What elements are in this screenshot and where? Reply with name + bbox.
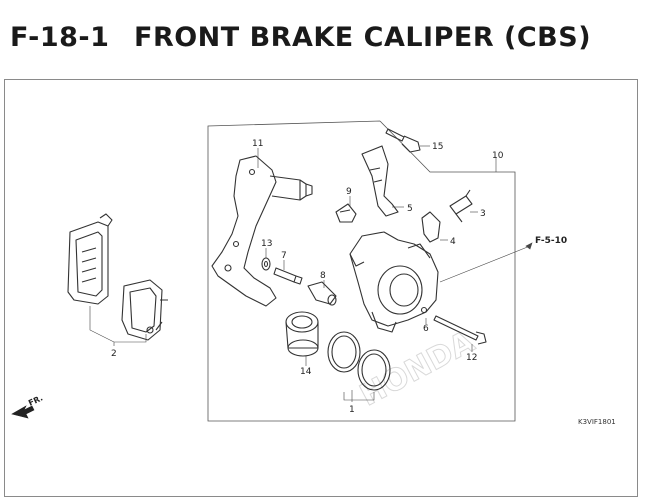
callout-11: 11 xyxy=(252,139,263,149)
caliper-body xyxy=(349,231,439,333)
figure-code: K3VIF1801 xyxy=(578,418,616,426)
boot-9 xyxy=(335,203,357,223)
callout-14: 14 xyxy=(300,367,312,377)
pin-bolt-7 xyxy=(273,267,303,285)
callout-10: 10 xyxy=(492,151,504,161)
bleeder-cap xyxy=(421,211,441,243)
callout-6: 6 xyxy=(423,324,429,334)
callout-13: 13 xyxy=(261,239,272,249)
section-title: FRONT BRAKE CALIPER (CBS) xyxy=(134,22,592,53)
callout-1: 1 xyxy=(349,405,355,415)
reference-label: F-5-10 xyxy=(535,236,567,246)
washer-6 xyxy=(420,306,428,314)
bleeder-valve xyxy=(449,189,473,223)
sleeve-8 xyxy=(307,281,337,306)
callout-9: 9 xyxy=(346,187,352,197)
section-code: F-18-1 xyxy=(10,22,110,53)
caliper-bracket xyxy=(211,155,313,307)
brake-pad-set xyxy=(67,213,168,341)
callout-7: 7 xyxy=(281,251,287,261)
callout-4: 4 xyxy=(450,237,456,247)
direction-label: FR. xyxy=(27,393,44,407)
callout-8: 8 xyxy=(320,271,326,281)
pad-spring xyxy=(361,145,399,217)
callout-12: 12 xyxy=(466,353,477,363)
callout-2: 2 xyxy=(111,349,117,359)
callout-3: 3 xyxy=(480,209,486,219)
pad-pin xyxy=(433,315,487,345)
front-direction-arrow-icon xyxy=(11,405,35,419)
callout-5: 5 xyxy=(407,204,413,214)
assembly-bracket-outline xyxy=(207,120,516,422)
diagram-frame xyxy=(4,79,638,497)
callout-15: 15 xyxy=(432,142,443,152)
piston xyxy=(285,311,319,357)
bolt-15 xyxy=(385,128,421,153)
piston-seal-set xyxy=(327,331,391,391)
washer-13 xyxy=(261,257,271,271)
